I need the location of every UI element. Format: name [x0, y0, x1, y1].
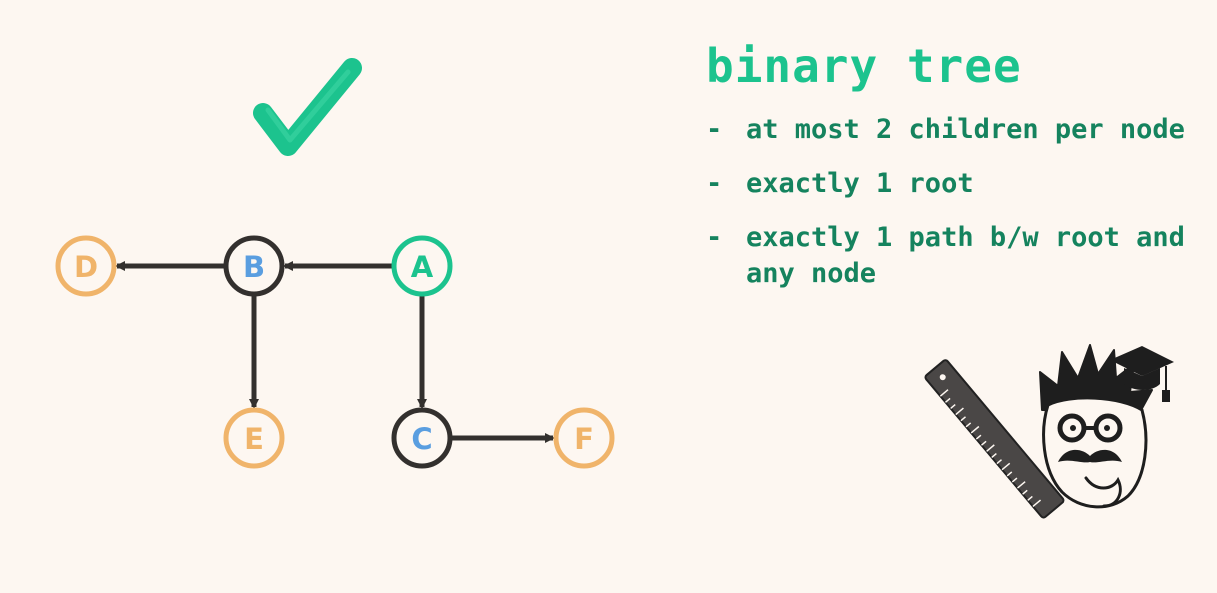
bullet-dash: -	[706, 168, 723, 199]
professor-mascot-icon	[1039, 344, 1153, 509]
bullet-text: exactly 1 path b/w root and any node	[746, 222, 1185, 289]
list-item: - exactly 1 path b/w root and any node	[706, 220, 1206, 292]
node-label-f: F	[574, 422, 594, 456]
node-label-d: D	[74, 250, 98, 284]
list-item: - exactly 1 root	[706, 166, 1206, 202]
properties-list: - at most 2 children per node - exactly …	[706, 112, 1206, 310]
bullet-text: exactly 1 root	[746, 168, 974, 199]
tree-node-f: F	[553, 407, 615, 469]
list-item: - at most 2 children per node	[706, 112, 1206, 148]
tree-edges	[115, 261, 555, 443]
page-title: binary tree	[706, 39, 1022, 93]
node-label-c: C	[411, 422, 432, 456]
node-label-e: E	[244, 422, 264, 456]
bullet-dash: -	[706, 222, 723, 253]
bullet-dash: -	[706, 114, 723, 145]
tree-node-e: E	[223, 407, 285, 469]
tree-node-d: D	[55, 235, 117, 297]
ruler-icon	[924, 359, 1065, 519]
bullet-text: at most 2 children per node	[746, 114, 1185, 145]
tree-node-c: C	[391, 407, 453, 469]
node-label-b: B	[243, 250, 265, 284]
graduation-cap-icon	[1110, 346, 1174, 402]
tree-node-b: B	[223, 235, 285, 297]
tree-node-a: A	[391, 235, 453, 297]
node-label-a: A	[411, 250, 434, 284]
check-mark-icon	[253, 58, 362, 156]
